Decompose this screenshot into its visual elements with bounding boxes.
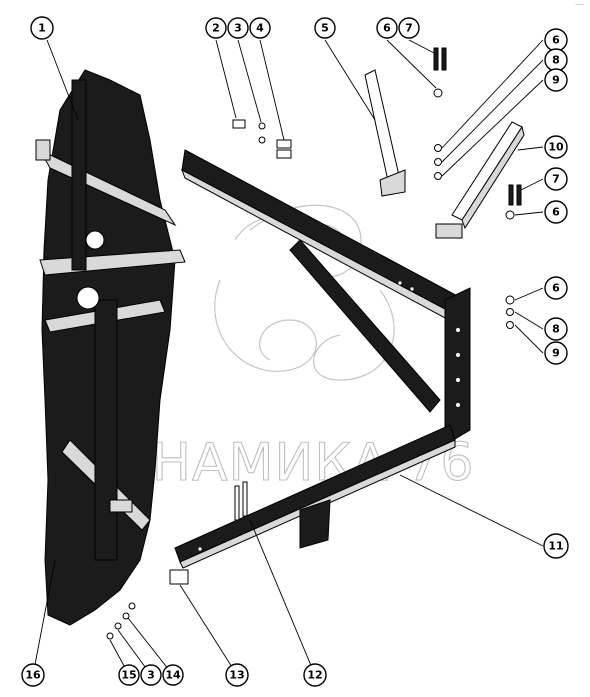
callout-7: 7	[398, 17, 420, 39]
svg-text:1: 1	[38, 22, 46, 35]
vertical-plate	[444, 287, 471, 446]
svg-text:6: 6	[552, 282, 560, 295]
callout-3: 3	[140, 664, 162, 686]
svg-text:4: 4	[256, 22, 264, 35]
callout-8: 8	[544, 48, 568, 72]
upper-mount-bar	[181, 149, 466, 327]
callouts: 1 2 3 4 5 6 7 6 8 9 10 7 6 6 8 9 11 16 1…	[21, 16, 569, 687]
corner-mark: ‒‒	[575, 0, 584, 8]
svg-text:12: 12	[307, 669, 322, 682]
callout-9: 9	[544, 68, 568, 92]
diagonal-strut	[289, 239, 441, 413]
callout-4: 4	[249, 17, 271, 39]
callout-16: 16	[21, 663, 45, 687]
callout-9: 9	[544, 341, 568, 365]
vehicle-frame	[35, 69, 186, 626]
svg-text:13: 13	[229, 669, 244, 682]
callout-14: 14	[162, 664, 184, 686]
svg-text:8: 8	[552, 323, 560, 336]
callout-7: 7	[544, 167, 568, 191]
svg-text:6: 6	[552, 206, 560, 219]
svg-text:2: 2	[212, 22, 220, 35]
svg-text:10: 10	[548, 141, 564, 154]
leader-lines	[32, 39, 544, 676]
callout-10: 10	[544, 135, 568, 159]
svg-text:16: 16	[25, 669, 41, 682]
svg-text:6: 6	[552, 34, 560, 47]
callout-11: 11	[543, 533, 569, 559]
callout-3: 3	[227, 17, 249, 39]
callout-8: 8	[544, 317, 568, 341]
bracket-part-5	[364, 69, 406, 197]
rail-part-10	[435, 121, 525, 239]
svg-text:8: 8	[552, 54, 560, 67]
callout-2: 2	[205, 17, 227, 39]
svg-text:9: 9	[552, 74, 560, 87]
svg-text:3: 3	[234, 22, 242, 35]
callout-5: 5	[314, 17, 336, 39]
svg-text:11: 11	[548, 540, 563, 553]
callout-15: 15	[118, 664, 140, 686]
callout-6: 6	[544, 276, 568, 300]
callout-6: 6	[376, 17, 398, 39]
svg-text:6: 6	[383, 22, 391, 35]
callout-1: 1	[30, 16, 54, 40]
svg-text:14: 14	[165, 669, 181, 682]
callout-13: 13	[225, 663, 249, 687]
callout-6: 6	[544, 28, 568, 52]
svg-text:9: 9	[552, 347, 560, 360]
lower-bar	[174, 424, 456, 569]
callout-6: 6	[544, 200, 568, 224]
svg-text:7: 7	[552, 173, 560, 186]
svg-text:3: 3	[147, 669, 155, 682]
svg-text:7: 7	[405, 22, 413, 35]
svg-text:5: 5	[321, 22, 329, 35]
fasteners	[106, 47, 522, 640]
svg-text:15: 15	[121, 669, 136, 682]
callout-12: 12	[303, 663, 327, 687]
